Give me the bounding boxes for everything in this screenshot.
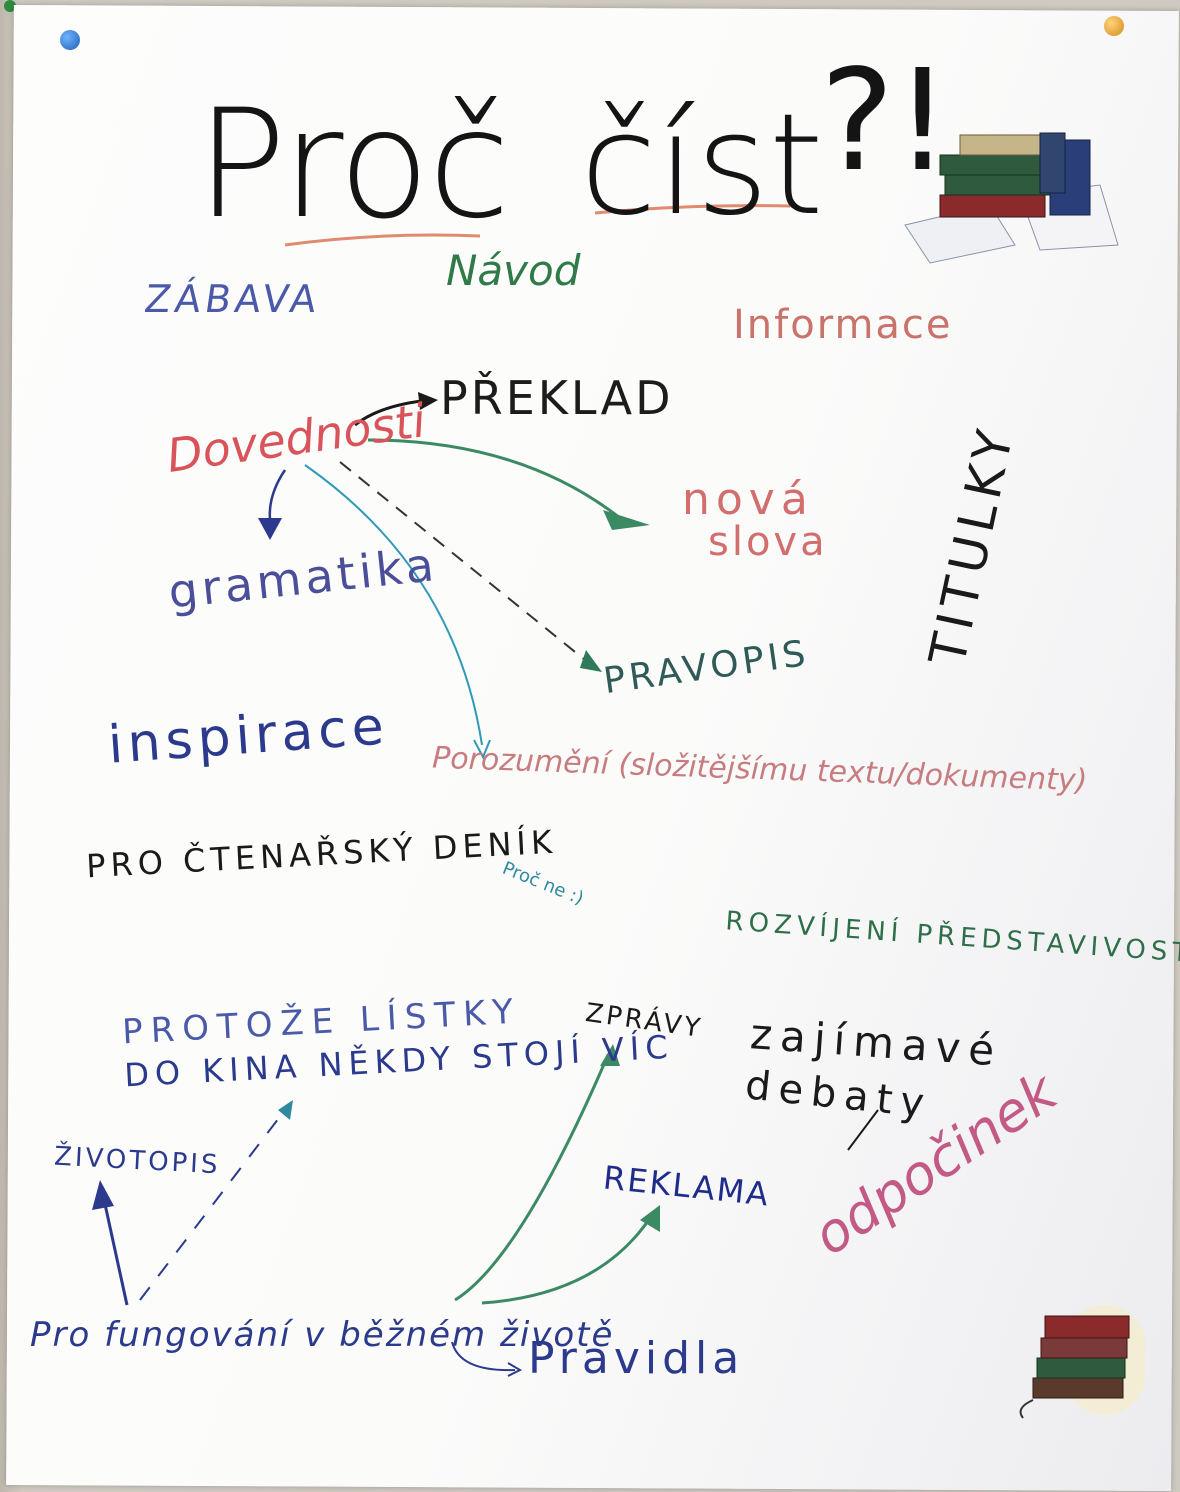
arrowhead (92, 1180, 114, 1210)
arrow-porozumeni (304, 464, 483, 746)
arrow-gramatika (268, 469, 287, 521)
arrowhead (258, 518, 282, 540)
title-punctuation: ?! (820, 40, 951, 203)
arrowhead (418, 392, 438, 410)
arrowhead (473, 739, 491, 760)
arrow-reklama (481, 1214, 654, 1305)
book-stack-icon (1019, 1305, 1145, 1419)
arrowhead (603, 510, 650, 530)
arrow-pravidla (451, 1341, 516, 1372)
title-word-proc: Proč (196, 78, 510, 252)
title-underline (594, 204, 791, 215)
word-pravidla: Pravidla (528, 1333, 745, 1384)
arrow-zpravy (454, 1054, 610, 1302)
arrow-zivotopis (101, 1194, 129, 1306)
word-informace: Informace (733, 302, 953, 348)
word-preklad: PŘEKLAD (440, 371, 674, 425)
arrowhead (580, 650, 602, 672)
arrowhead (278, 1100, 293, 1120)
word-pro-fungovani: Pro fungování v běžném životě (30, 1315, 615, 1355)
title-word-cist: číst (580, 84, 824, 247)
title-underline (284, 233, 481, 247)
book-stack-icon (904, 132, 1119, 264)
pen-stroke (847, 1109, 879, 1151)
arrow-protoze (139, 1109, 286, 1301)
word-zabava: ZÁBAVA (141, 277, 324, 321)
word-nova: nová (682, 474, 814, 525)
word-navod: Návod (446, 246, 581, 295)
arrow-pravopis (339, 461, 586, 661)
arrow-nova-slova (367, 438, 621, 520)
arrowhead (600, 1044, 620, 1066)
word-slova: slova (708, 519, 828, 565)
pushpin-icon (1104, 16, 1124, 36)
arrowhead (640, 1205, 660, 1232)
pushpin-icon (60, 30, 80, 50)
arrowhead (507, 1362, 523, 1377)
